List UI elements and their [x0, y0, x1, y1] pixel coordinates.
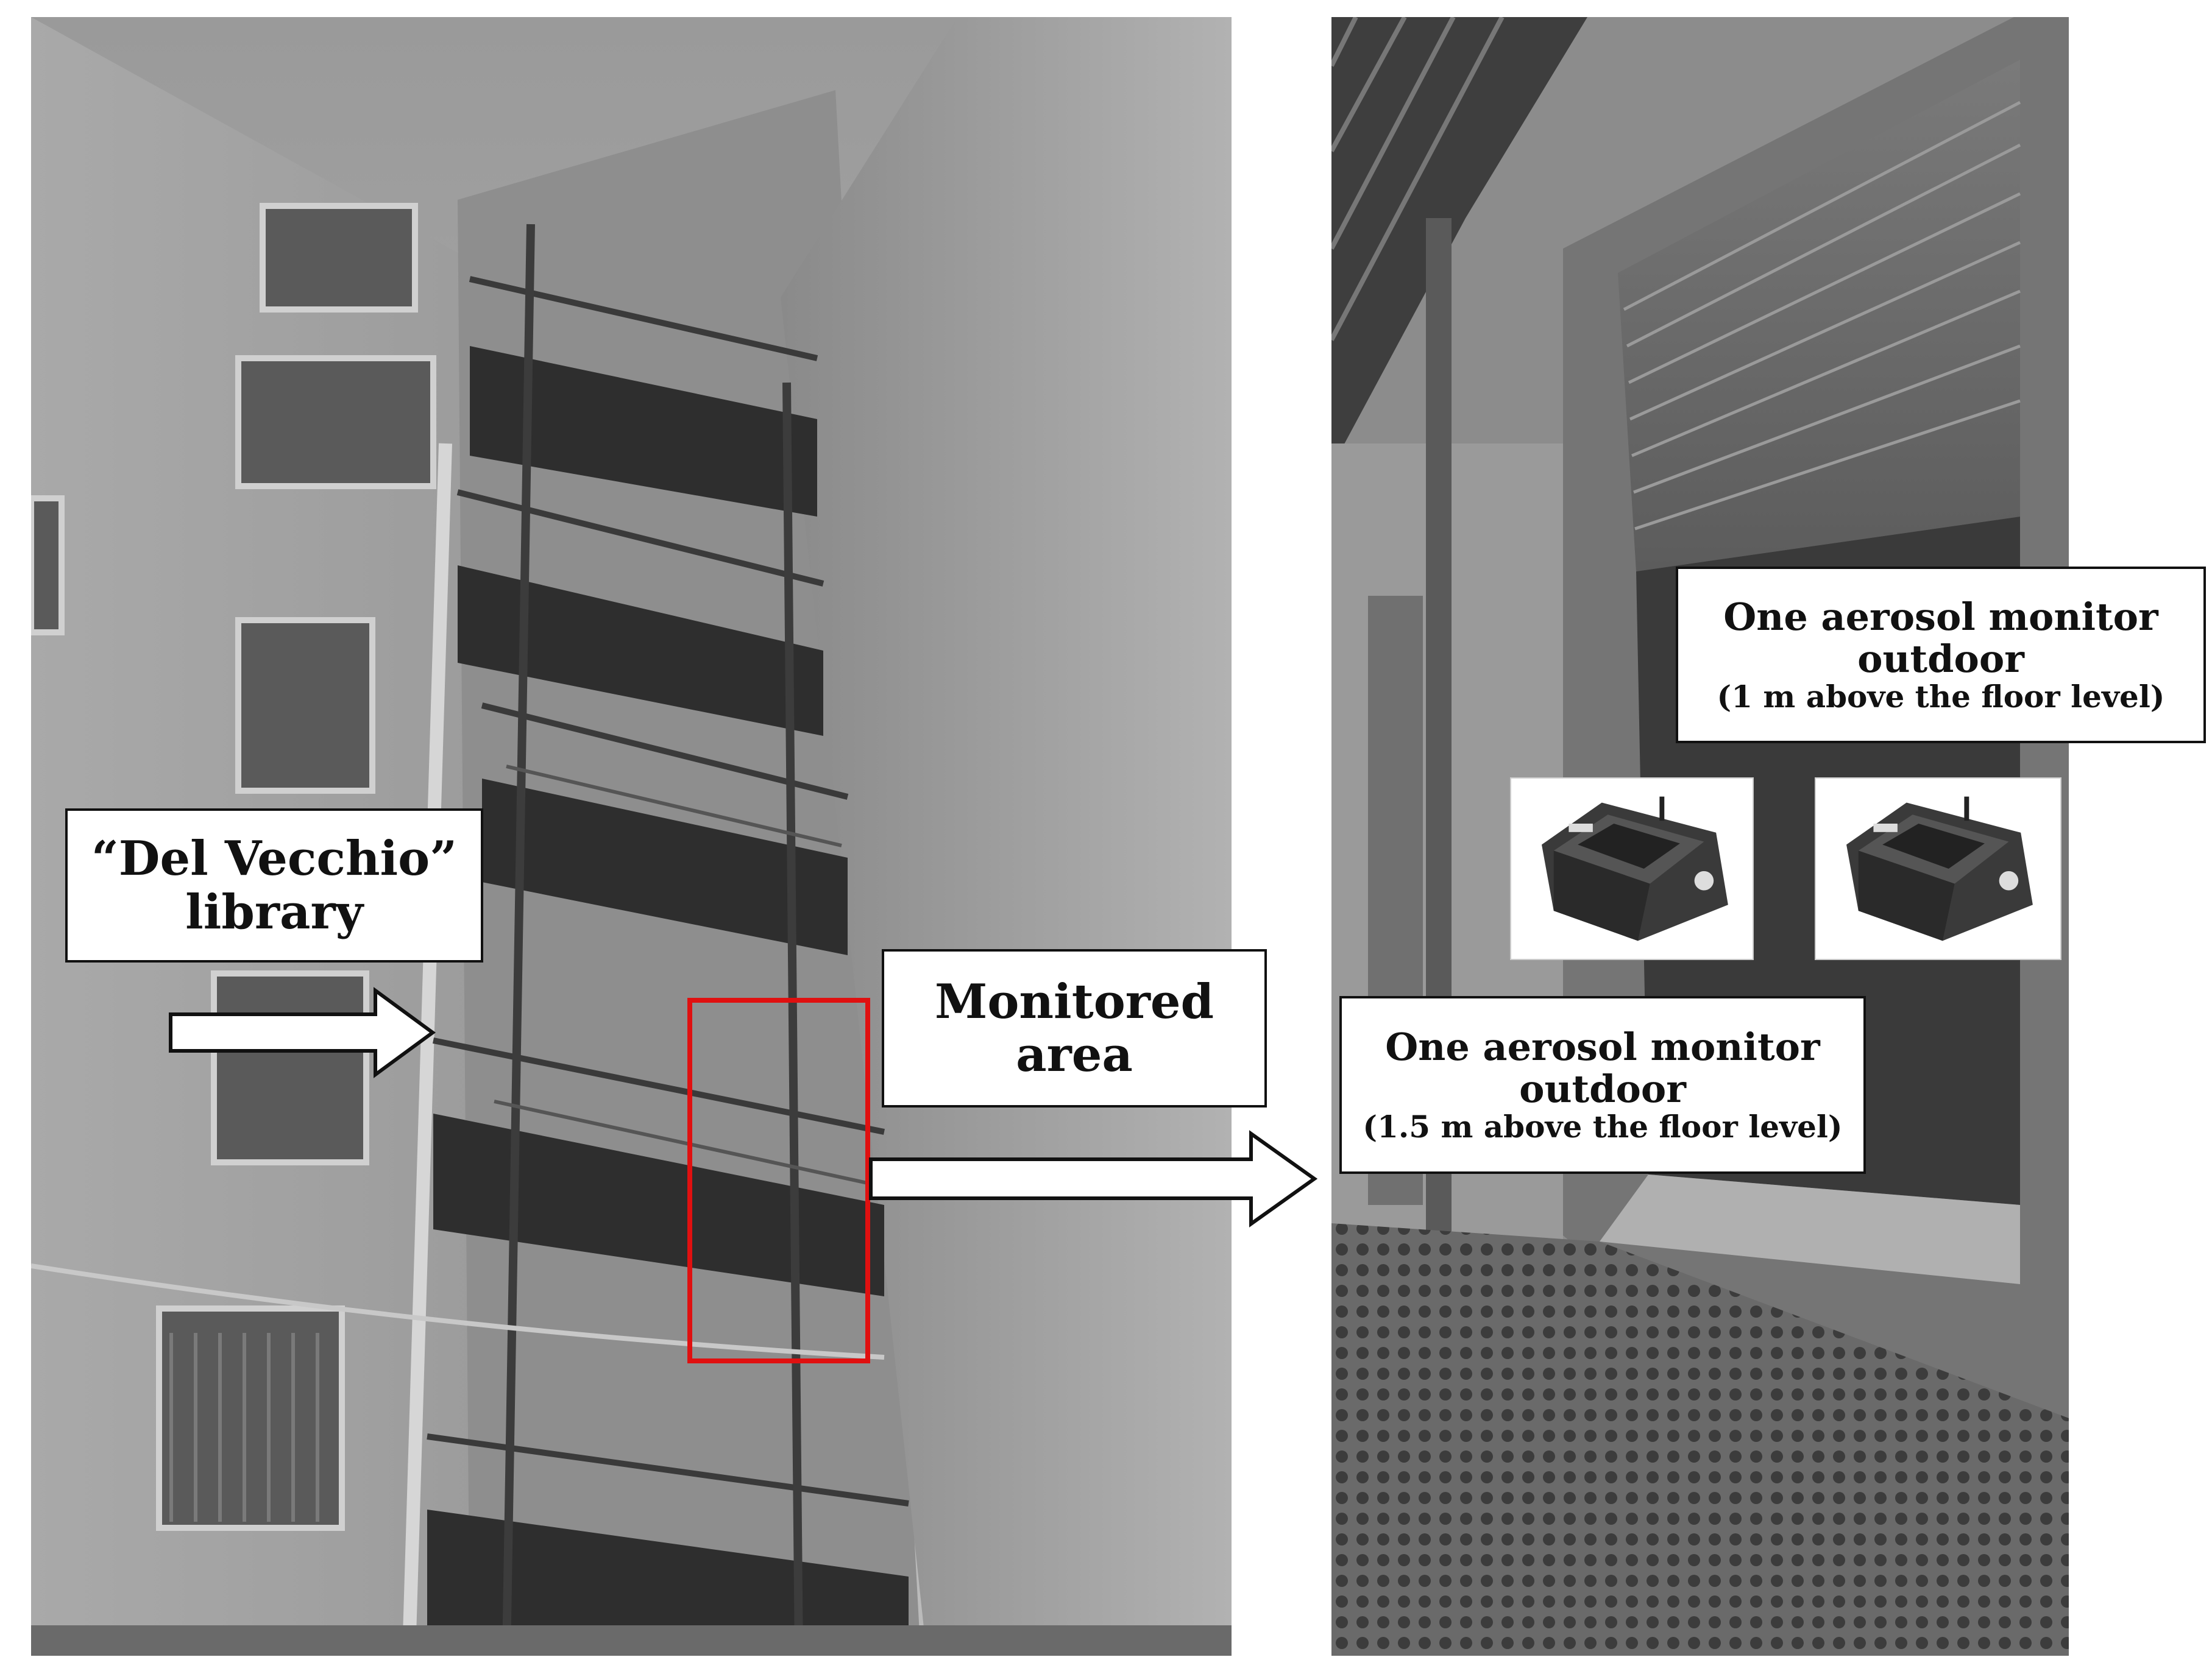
aerosol-monitor-image-left — [1510, 777, 1754, 960]
monitored-label-line1: Monitored — [934, 973, 1214, 1030]
monitored-area-highlight — [687, 998, 870, 1363]
monitored-label-line2: area — [1016, 1027, 1133, 1083]
aerosol-monitor-image-right — [1815, 777, 2061, 960]
aerosol-monitor-icon — [1542, 796, 1728, 941]
monitor-upper-line2: outdoor — [1857, 637, 2024, 681]
monitor-upper-label: One aerosol monitor outdoor (1 m above t… — [1676, 567, 2206, 743]
monitor-lower-line2: outdoor — [1519, 1067, 1686, 1111]
aerosol-monitor-icon — [1846, 796, 2033, 941]
monitored-area-label: Monitored area — [882, 949, 1267, 1108]
library-label: “Del Vecchio” library — [65, 808, 483, 963]
library-label-line1: “Del Vecchio” — [91, 831, 458, 887]
monitor-upper-line1: One aerosol monitor — [1723, 594, 2158, 639]
monitor-upper-line3: (1 m above the floor level) — [1717, 679, 2165, 715]
building-photo — [31, 17, 1232, 1656]
right-arrow-icon — [169, 987, 436, 1078]
monitor-lower-line1: One aerosol monitor — [1385, 1024, 1820, 1069]
right-arrow-icon — [869, 1130, 1318, 1228]
library-label-line2: library — [185, 884, 363, 940]
monitor-lower-label: One aerosol monitor outdoor (1.5 m above… — [1339, 996, 1866, 1174]
monitor-lower-line3: (1.5 m above the floor level) — [1363, 1109, 1843, 1145]
